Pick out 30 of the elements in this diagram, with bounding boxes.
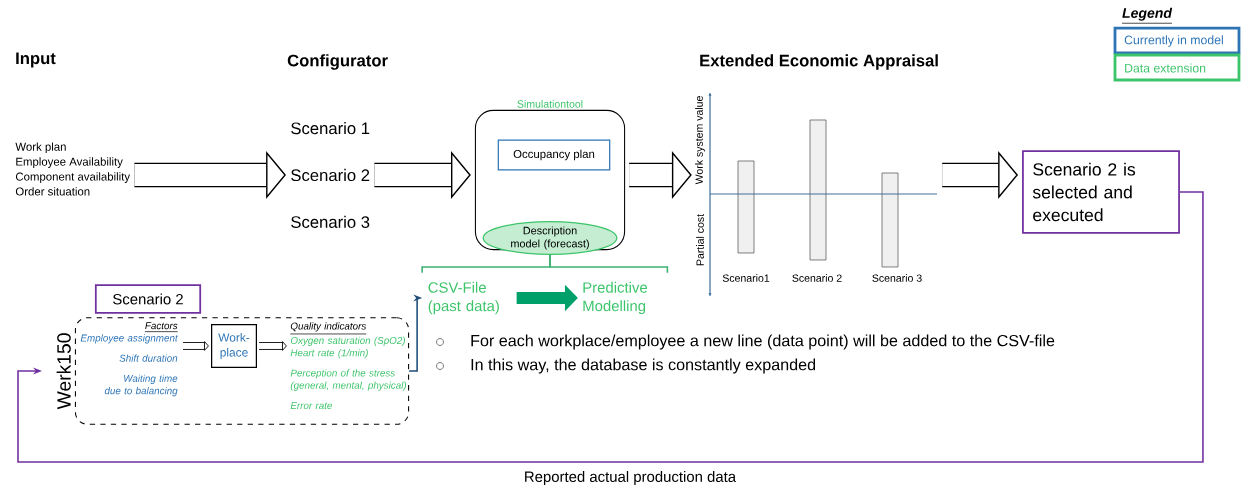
- legend-label: Data extension: [1125, 63, 1206, 73]
- input-list: Work plan Employee Availability Component availability Order situation: [15, 142, 130, 196]
- category-label: Scenario 2: [792, 274, 842, 282]
- plan-box: Occupancy plan: [497, 139, 611, 171]
- bullet-item: For each workplace/employee a new line (data point) will be added to the CSV-file: [436, 334, 1055, 350]
- heading: Input: [16, 52, 56, 68]
- axis-label: Partial cost: [696, 214, 704, 266]
- result-box: Scenario 2 is selected and executed: [1022, 150, 1180, 234]
- arrow: [259, 341, 287, 351]
- category-label: Scenario1: [722, 274, 770, 282]
- scenario-list: Scenario 1 Scenario 2 Scenario 3: [291, 122, 370, 228]
- workplace-box: Work-place: [211, 324, 257, 368]
- legend-title: Legend: [1121, 7, 1173, 24]
- feedback-arrow: [17, 191, 1204, 463]
- indicator-list: Quality indicators Oxygen saturation (SpO2) Heart rate (1/min) Perception of the stress (general, mental, physical) Error rate: [290, 322, 407, 409]
- heading: Extended Economic Appraisal: [700, 54, 938, 70]
- legend-label: Currently in model: [1124, 35, 1223, 47]
- edge-label: Reported actual production data: [522, 469, 738, 487]
- category-label: Scenario 3: [872, 274, 922, 282]
- node-label: Werk150: [56, 333, 71, 410]
- data-text: Predictive Modelling: [583, 281, 647, 315]
- bracket-line: [549, 254, 669, 274]
- bullet-item: In this way, the database is constantly expanded: [436, 358, 816, 374]
- node-label: Simulationtool: [517, 99, 583, 108]
- data-text: CSV-File (past data): [428, 281, 499, 315]
- scenario-box: Scenario 2: [94, 284, 202, 314]
- heading: Configurator: [287, 54, 388, 70]
- factor-list: Factors Employee assignment Shift duration Waiting time due to balancing: [80, 322, 178, 397]
- axis-label: Work system value: [695, 96, 705, 185]
- arrow: [183, 341, 209, 351]
